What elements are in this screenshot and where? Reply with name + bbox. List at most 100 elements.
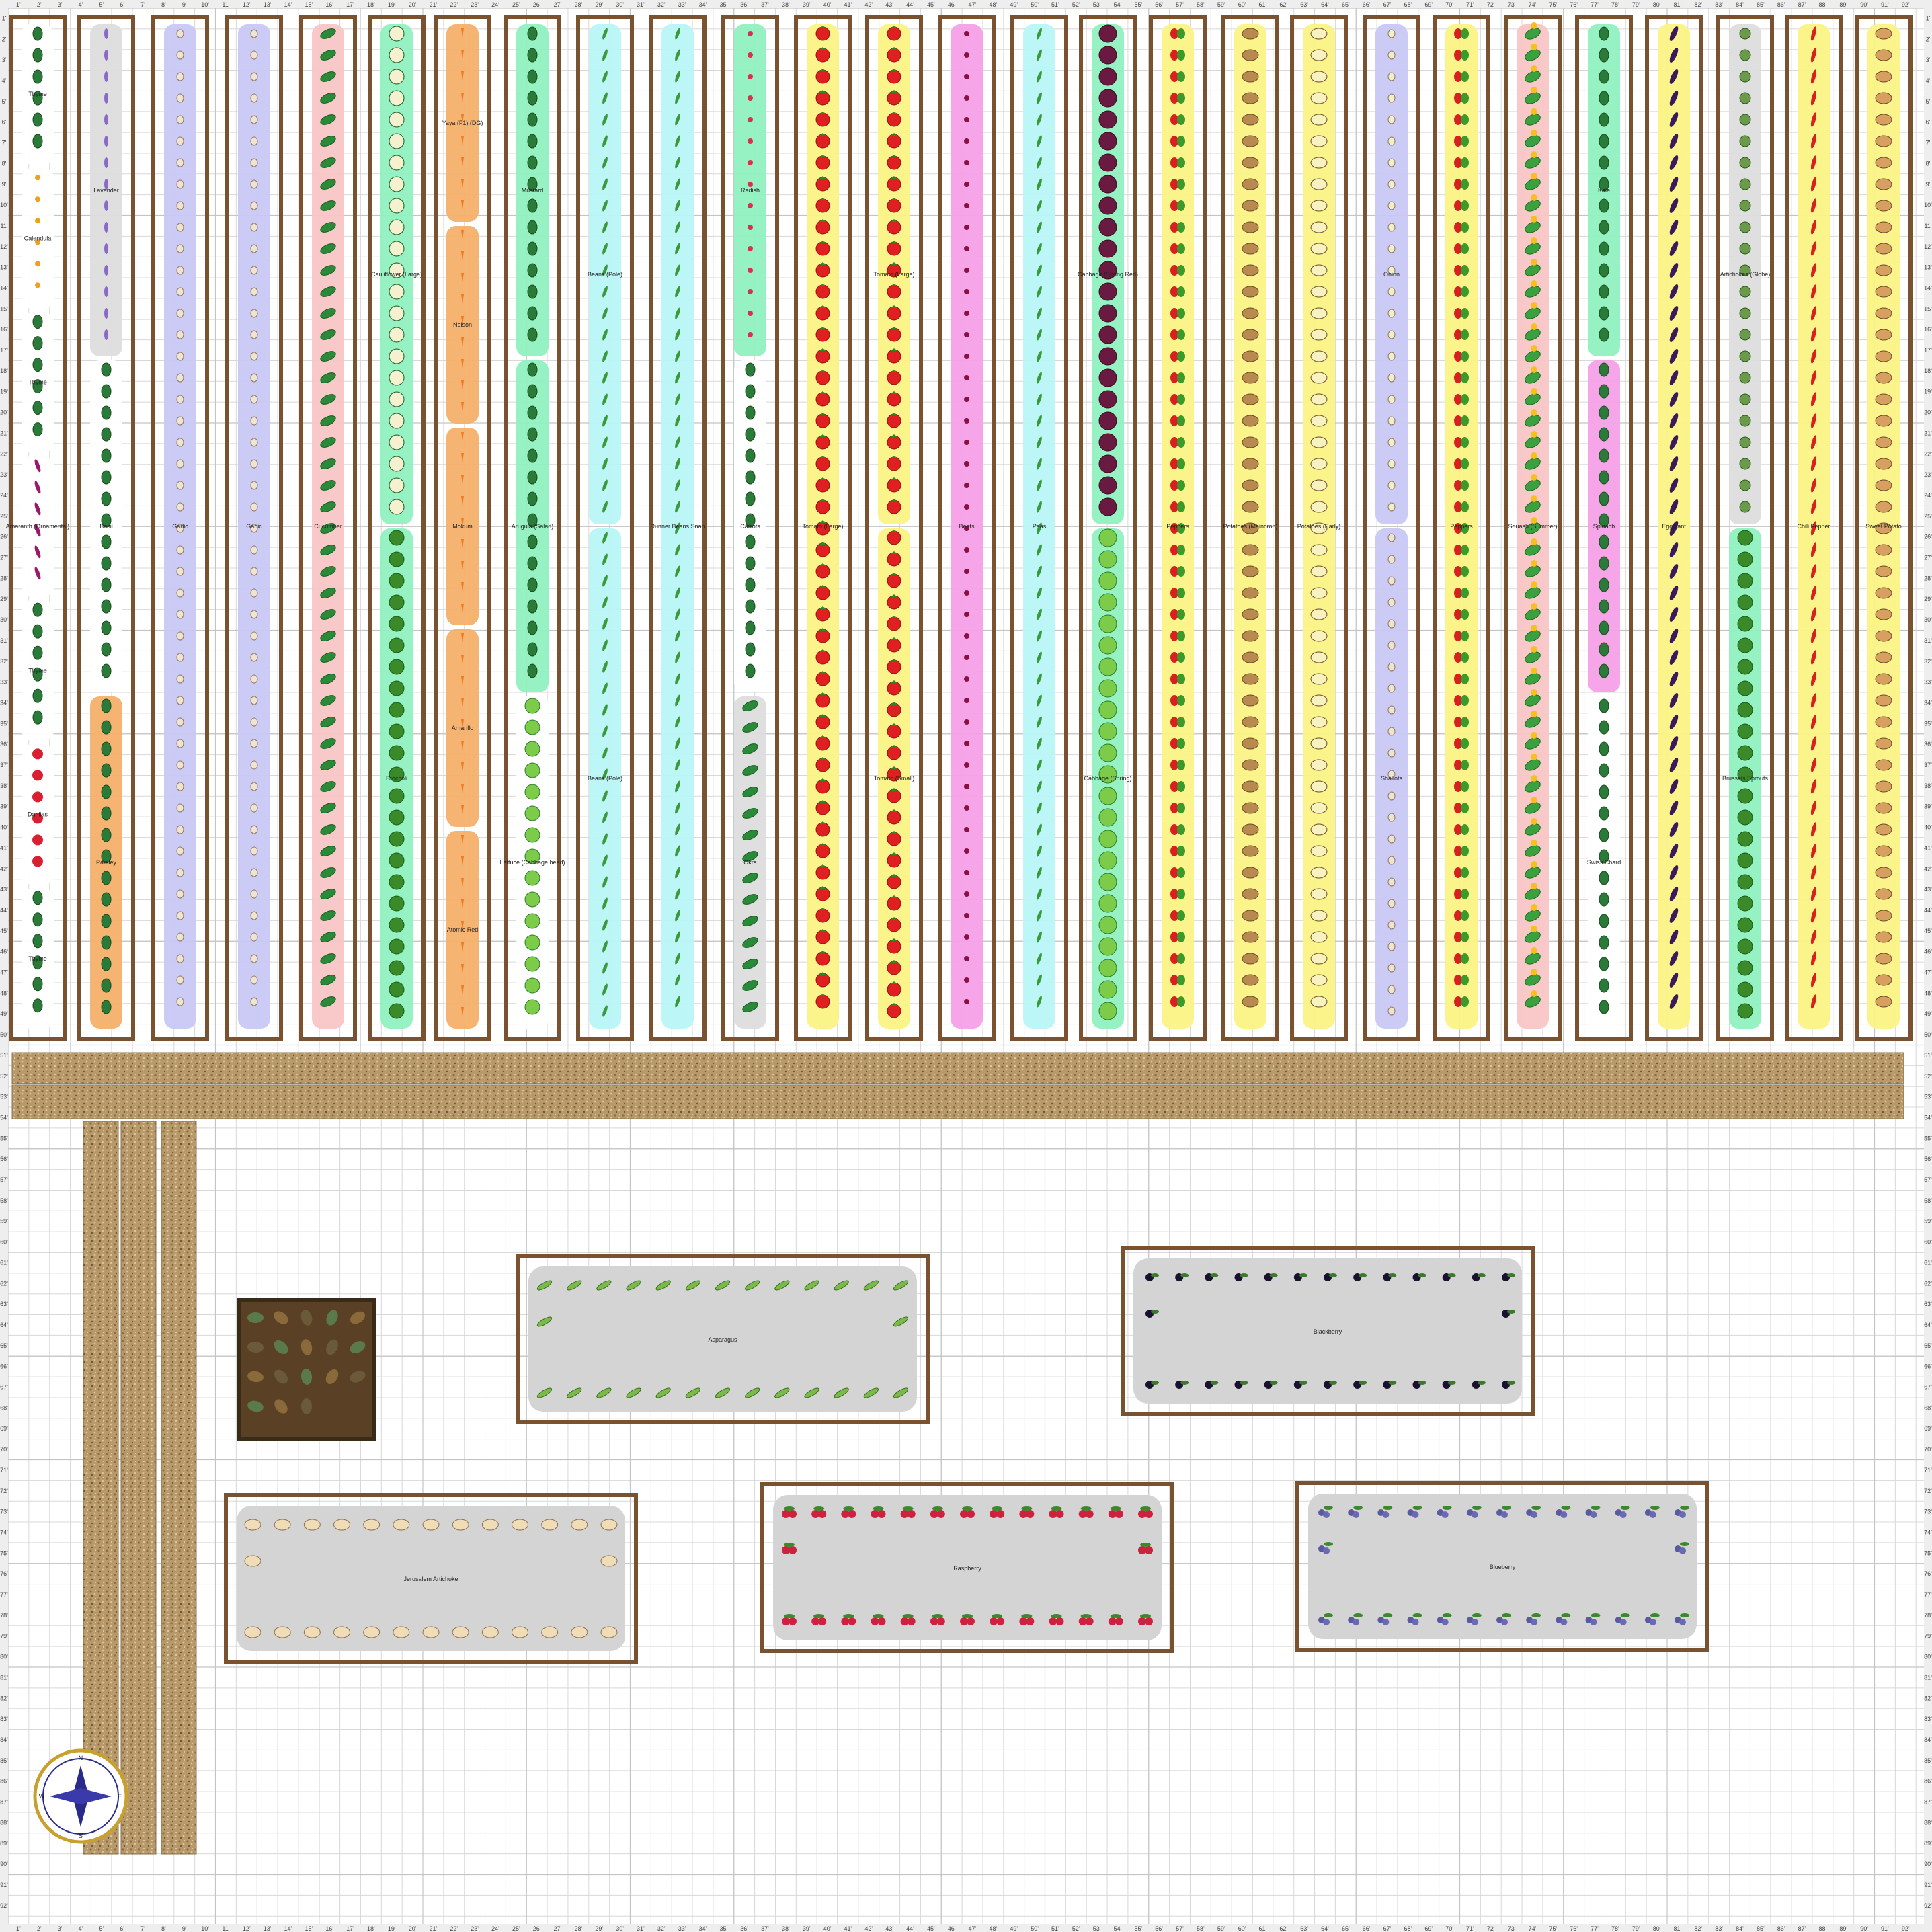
- plant-icon-earlypotato: [1310, 49, 1328, 61]
- ruler-bottom-tick-label: 67': [1383, 1925, 1392, 1932]
- plant-icon-pepper: [1170, 179, 1178, 190]
- plant-icon-blueberry: [1680, 1613, 1689, 1617]
- plant-icon-leafy: [527, 577, 538, 592]
- row-segment: Mokum: [446, 428, 479, 625]
- plant-icon-squash: [1525, 953, 1541, 965]
- plant-icon-spinach: [1599, 427, 1609, 442]
- planting-row: Peas: [1010, 15, 1068, 1041]
- plant-icon-carrot: [461, 359, 464, 368]
- plant-icon-carrot: [461, 136, 464, 145]
- plant-icon-pepper: [1170, 157, 1178, 168]
- plant-icon-blueberry: [1353, 1511, 1360, 1518]
- plant-icon-basil: [101, 362, 112, 377]
- plant-icon-tomato: [815, 822, 830, 837]
- plant-icon-onion: [1387, 459, 1396, 469]
- plant-icon-tomato: [887, 746, 901, 760]
- plant-icon-pepper: [1177, 179, 1185, 190]
- plant-icon-sweetpotato: [1875, 565, 1892, 577]
- ruler-bottom-tick-label: 39': [803, 1925, 811, 1932]
- plant-icon-garlic: [176, 782, 184, 791]
- ruler-left-tick-label: 53': [0, 1094, 8, 1100]
- plant-icon-carrot: [461, 719, 464, 729]
- plant-icon-garlic: [176, 825, 184, 834]
- plant-icon-squash: [1531, 388, 1537, 395]
- ruler-right-tick-label: 49': [1924, 1010, 1932, 1017]
- plant-icon-blueberry: [1472, 1506, 1482, 1510]
- ruler-bottom-tick-label: 42': [864, 1925, 873, 1932]
- plant-icon-tomato: [815, 327, 830, 342]
- plant-icon-cucumber: [320, 717, 336, 727]
- plant-icon-redcabbage: [1098, 153, 1117, 172]
- row-segment-label: Mokum: [452, 523, 473, 530]
- plant-icon-garlic: [176, 803, 184, 813]
- plant-icon-chili: [1810, 263, 1817, 278]
- plant-icon-pepper: [1177, 545, 1185, 555]
- plant-icon-flower: [35, 196, 40, 202]
- plant-icon-chili: [1810, 542, 1817, 557]
- plant-icon-potato: [1242, 867, 1259, 879]
- plant-icon-herb: [32, 401, 43, 415]
- plant-icon-blueberry: [1471, 1511, 1478, 1518]
- ruler-right-tick-label: 45': [1924, 928, 1932, 934]
- ruler-bottom-tick-label: 82': [1694, 1925, 1702, 1932]
- plant-icon-tomato: [891, 1003, 897, 1006]
- plant-icon-tomato: [819, 843, 826, 846]
- plant-icon-pepper: [1170, 588, 1178, 598]
- ruler-bottom-tick-label: 32': [657, 1925, 666, 1932]
- plant-icon-pepper: [1454, 415, 1462, 426]
- plant-icon-tomato: [891, 112, 897, 114]
- ruler-top-tick-label: 20': [409, 1, 417, 8]
- plant-icon-cauliflower: [389, 284, 405, 300]
- plant-icon-jerusalem: [481, 1626, 499, 1638]
- plant-icon-pepper: [1170, 480, 1178, 491]
- plant-icon-carrot: [461, 899, 464, 909]
- plant-icon-tomato: [891, 809, 897, 812]
- plant-icon-sweetpotato: [1875, 479, 1892, 491]
- plant-icon-leafy: [745, 491, 756, 506]
- plant-icon-leafy: [527, 112, 538, 127]
- plant-icon-chili: [1810, 435, 1817, 450]
- plant-icon-sweetpotato: [1875, 888, 1892, 900]
- plant-icon-pepper: [1461, 588, 1469, 598]
- plant-icon-pepper: [1454, 867, 1462, 878]
- plant-icon-pepper: [1454, 695, 1462, 706]
- plant-icon-eggplant: [1669, 542, 1679, 558]
- plant-icon-garlic: [176, 201, 184, 210]
- plant-icon-eggplant: [1669, 714, 1679, 730]
- plant-icon-raspberry: [996, 1617, 1005, 1625]
- plant-icon-lettuce: [524, 805, 540, 821]
- plant-icon-cabbage: [1098, 743, 1117, 762]
- ruler-top-tick-label: 54': [1114, 1, 1122, 8]
- ruler-bottom-tick-label: 9': [182, 1925, 187, 1932]
- plant-icon-tomato: [819, 69, 826, 71]
- ruler-top-tick-label: 39': [803, 1, 811, 8]
- ruler-right-tick-label: 68': [1924, 1404, 1932, 1411]
- plant-icon-tomato: [891, 766, 897, 769]
- plant-icon-tomato: [819, 413, 826, 415]
- plant-icon-tomato: [891, 26, 897, 28]
- plant-icon-tomato: [815, 220, 830, 235]
- plant-icon-parsley: [101, 978, 112, 993]
- plant-icon-spinach: [1599, 534, 1609, 549]
- ruler-right-tick-label: 72': [1924, 1488, 1932, 1494]
- plant-icon-lettuce: [524, 762, 540, 778]
- ruler-right-tick-label: 66': [1924, 1363, 1932, 1370]
- plant-icon-chili: [1810, 499, 1817, 514]
- plant-icon-bean: [675, 71, 680, 83]
- plant-icon-garlic: [250, 136, 258, 146]
- plant-icon-earlypotato: [1310, 716, 1328, 728]
- plant-icon-raspberry: [1108, 1617, 1117, 1625]
- plant-icon-pepper: [1177, 803, 1185, 813]
- plant-icon-chili: [1810, 951, 1817, 966]
- ruler-bottom-tick-label: 45': [927, 1925, 935, 1932]
- plant-icon-potato: [1242, 651, 1259, 663]
- plant-icon-artichoke: [1739, 92, 1751, 104]
- plant-icon-garlic: [176, 717, 184, 727]
- plant-icon-pepper: [1170, 28, 1178, 39]
- plant-icon-chili: [1810, 994, 1817, 1009]
- row-frame: [299, 15, 357, 1041]
- ruler-top-tick-label: 92': [1902, 1, 1910, 8]
- ruler-left-tick-label: 8': [2, 160, 7, 167]
- plant-icon-eggplant: [1669, 370, 1679, 386]
